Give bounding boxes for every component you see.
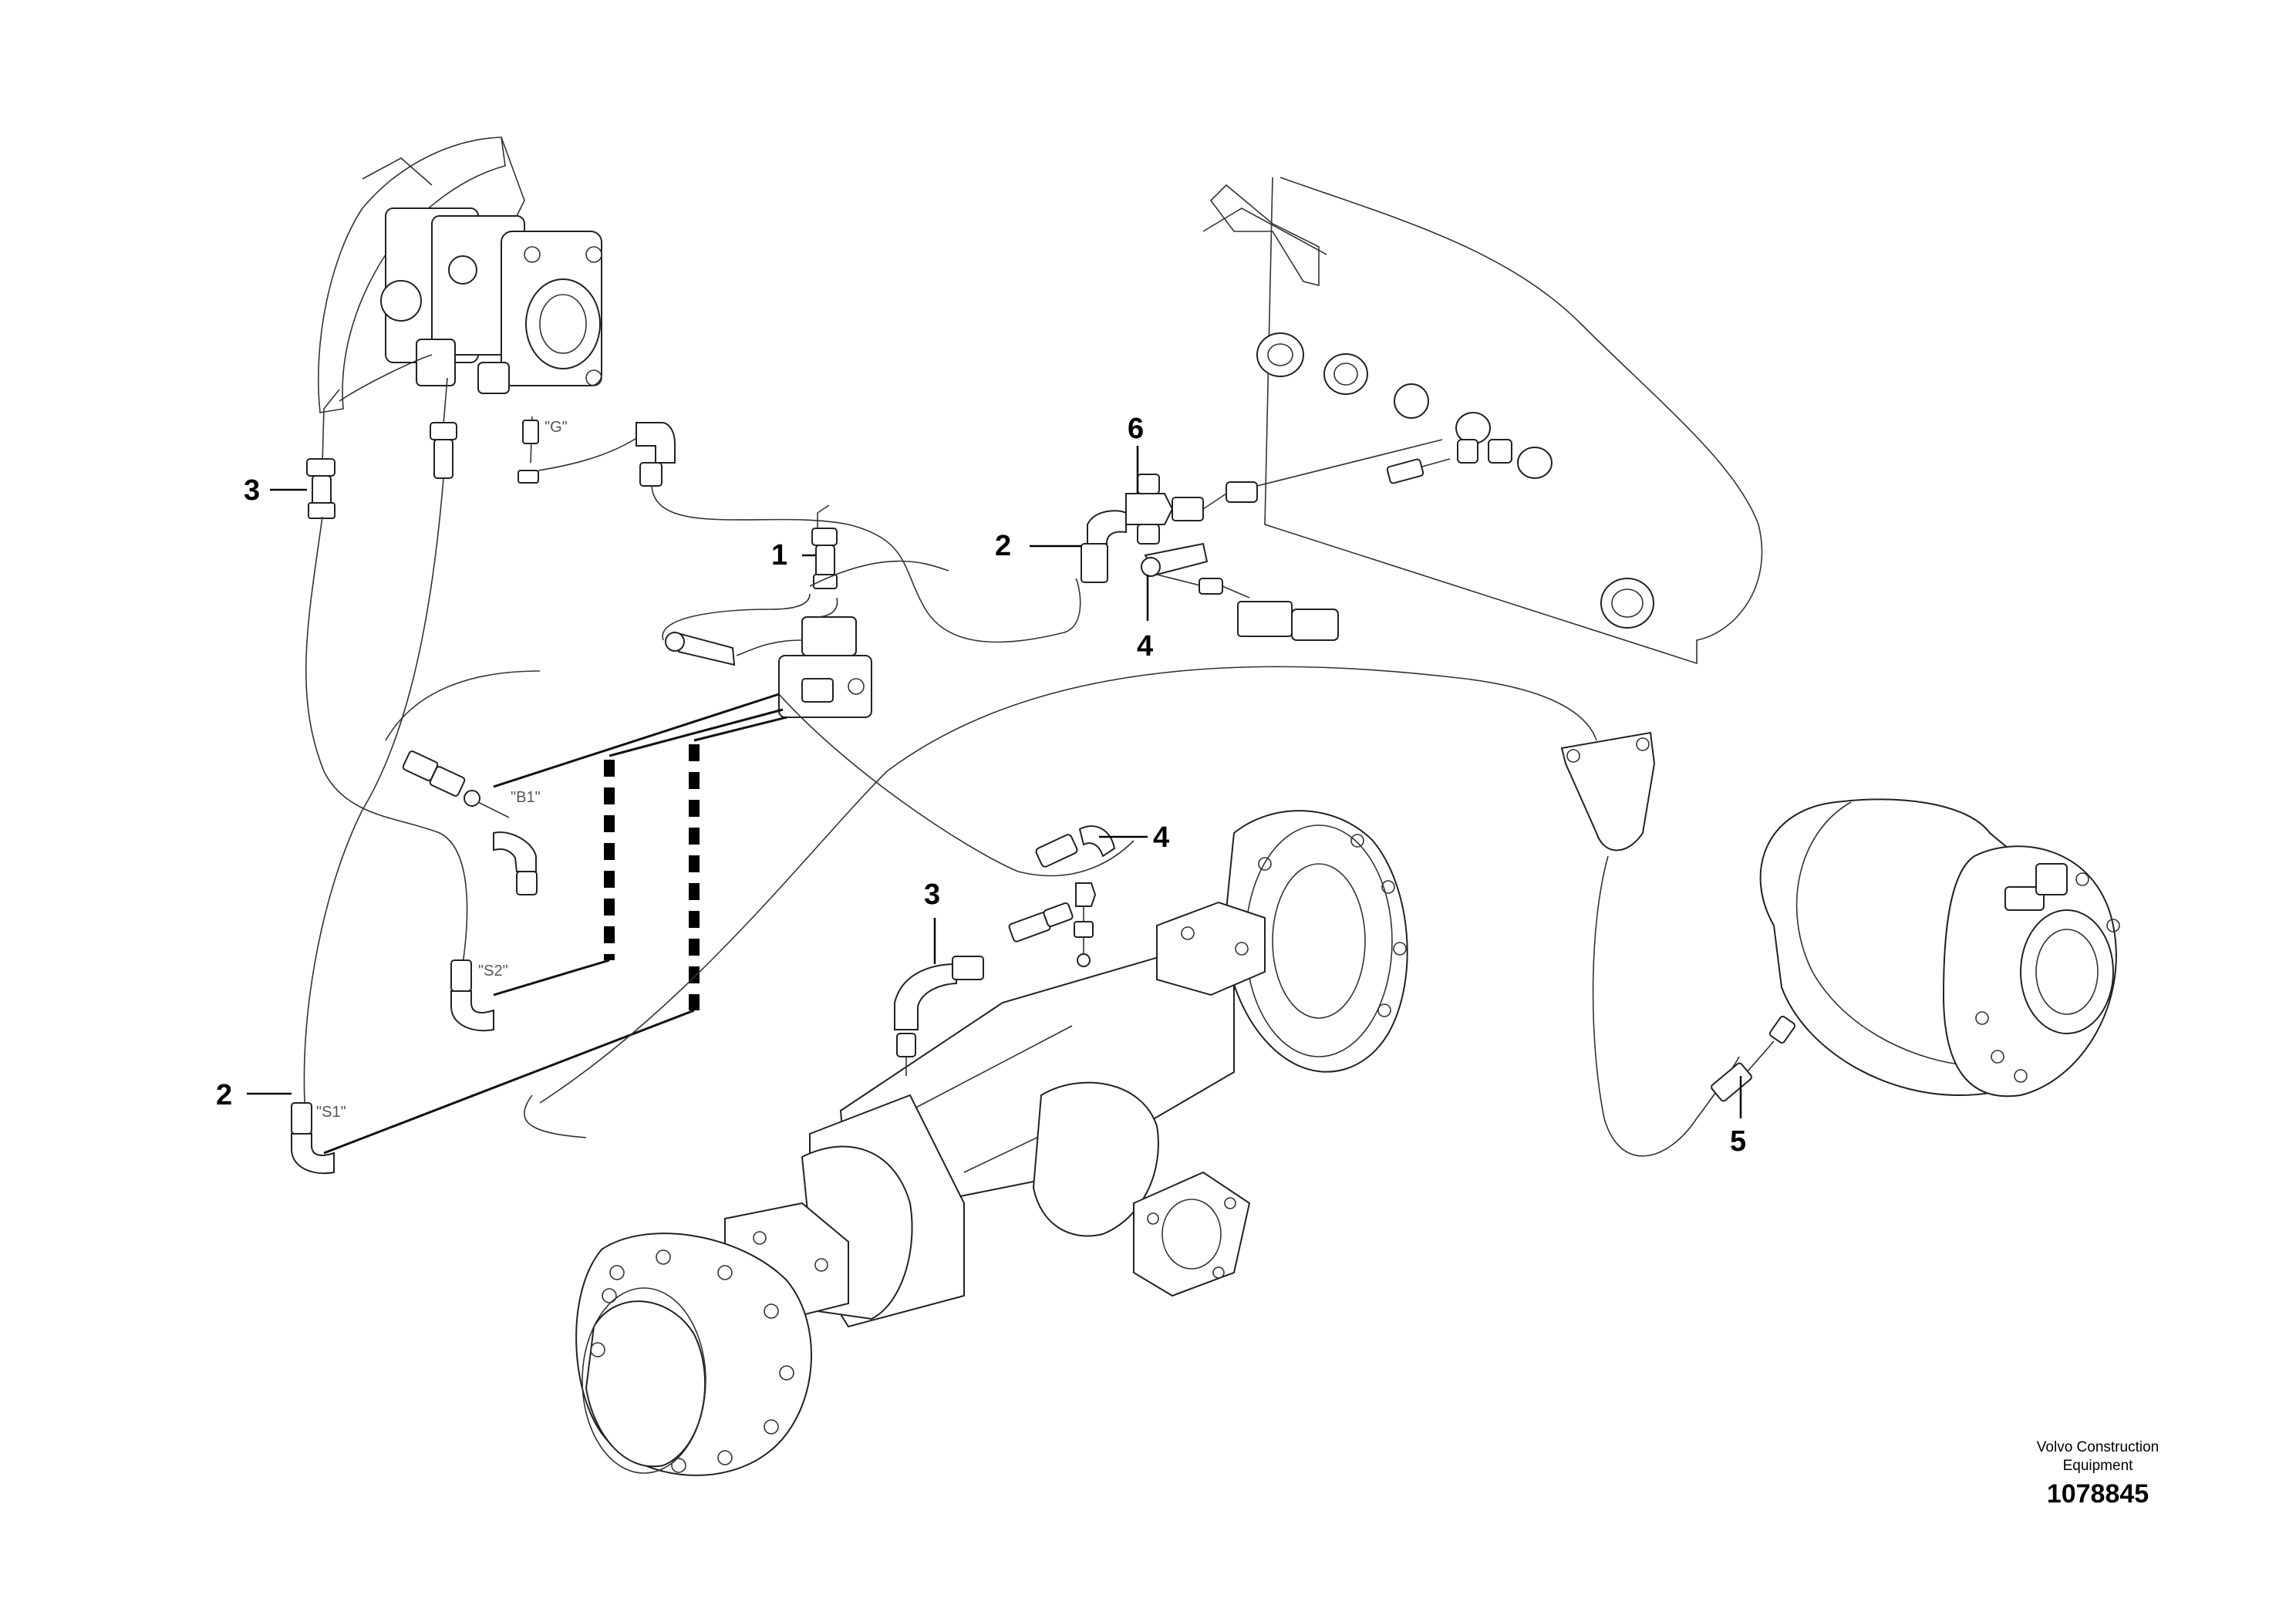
callout-2-s1: 2 bbox=[216, 1079, 232, 1111]
hose-valve-top bbox=[809, 560, 949, 587]
axle-fittings bbox=[894, 825, 1116, 1076]
hose-valve-s2 bbox=[609, 708, 784, 757]
fitting-s2 bbox=[450, 959, 494, 1032]
callout-6: 6 bbox=[1128, 413, 1144, 445]
hose-g-port bbox=[538, 435, 641, 471]
callout-3-axle: 3 bbox=[924, 878, 940, 911]
elbow-fitting-4-upper bbox=[1141, 542, 1339, 641]
port-label-g: "G" bbox=[544, 419, 568, 436]
hose-clamp bbox=[1560, 731, 1656, 851]
callout-4-axle: 4 bbox=[1153, 821, 1169, 854]
port-label-s2: "S2" bbox=[478, 963, 508, 980]
valve-block bbox=[662, 504, 872, 718]
axle-assembly bbox=[575, 810, 1408, 1476]
travel-motor bbox=[1759, 798, 2120, 1098]
hose-valve-s1 bbox=[693, 716, 787, 742]
document-number: 1078845 bbox=[2047, 1479, 2149, 1509]
brand-line-2: Equipment bbox=[2063, 1458, 2134, 1474]
callout-3-pump: 3 bbox=[244, 474, 260, 507]
fitting-s1 bbox=[291, 1102, 335, 1175]
tee-fitting-6 bbox=[1081, 439, 1443, 583]
brand-line-1: Volvo Construction bbox=[2037, 1439, 2159, 1455]
callout-1: 1 bbox=[771, 539, 787, 572]
port-label-s1: "S1" bbox=[316, 1104, 346, 1121]
callout-2-frame: 2 bbox=[995, 530, 1011, 562]
callout-4-frame: 4 bbox=[1137, 630, 1153, 663]
hose-lower-left bbox=[524, 1094, 587, 1138]
plate-port-fittings bbox=[1386, 439, 1512, 484]
hose-valve-b1 bbox=[493, 693, 780, 788]
frame-port-plate bbox=[1202, 177, 1763, 665]
pump-fittings bbox=[306, 377, 539, 519]
port-label-b1: "B1" bbox=[511, 789, 541, 806]
callout-5: 5 bbox=[1730, 1125, 1746, 1158]
hose-axle-loop bbox=[539, 666, 1597, 1104]
hose-g-to-fitting-2 bbox=[651, 485, 1081, 643]
hydraulic-pump-assembly bbox=[318, 137, 602, 413]
hose-pump-to-s2 bbox=[305, 516, 468, 965]
sensor-fitting-5 bbox=[1711, 1015, 1796, 1102]
fitting-b1 bbox=[385, 670, 541, 895]
hose-to-s1 bbox=[323, 1009, 695, 1155]
hose-clamp-to-motor bbox=[1592, 855, 1740, 1157]
hose-valve-to-axle bbox=[778, 693, 1135, 877]
hose-pump-to-s1 bbox=[303, 477, 444, 1104]
hose-to-s2 bbox=[493, 959, 610, 996]
